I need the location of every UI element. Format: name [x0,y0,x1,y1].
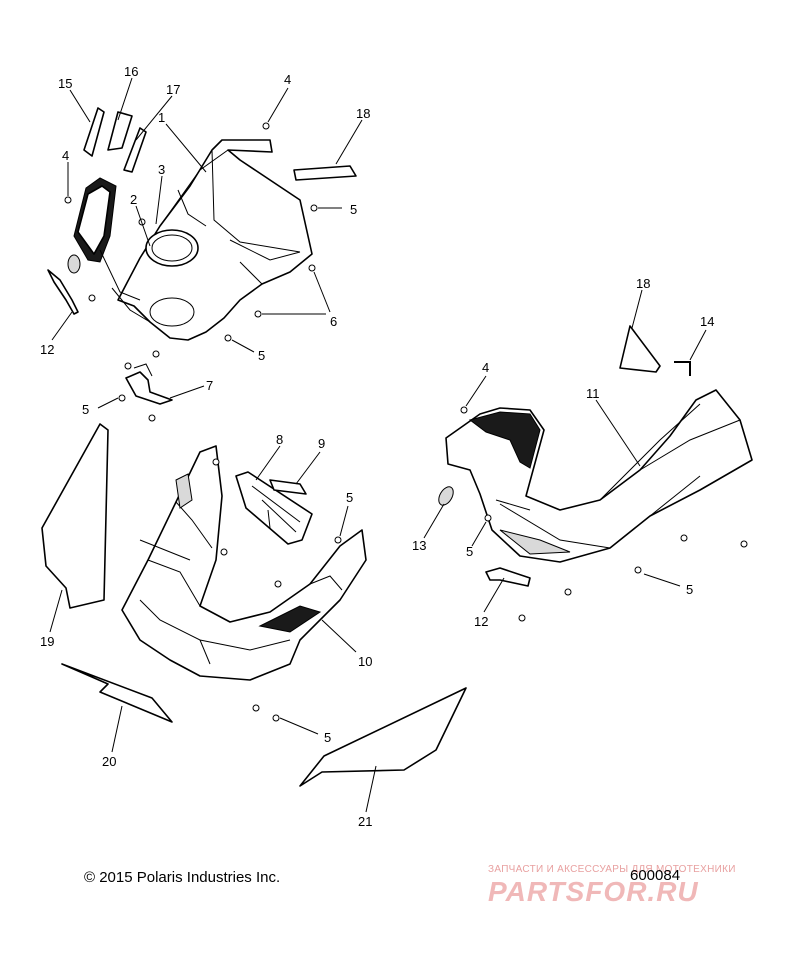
upper-hood-assembly [47,107,357,422]
callout-labels: 15 16 17 4 18 1 3 4 2 5 6 12 5 7 5 18 14… [40,64,714,829]
callout-5: 5 [346,490,353,505]
decal-9 [269,479,307,495]
callout-21: 21 [358,814,372,829]
callout-5: 5 [466,544,473,559]
bracket-7 [125,371,173,405]
callout-5: 5 [82,402,89,417]
copyright-notice: © 2015 Polaris Industries Inc. [84,869,281,886]
callout-18: 18 [636,276,650,291]
watermark-tagline: ЗАПЧАСТИ И АКСЕССУАРЫ ДЛЯ МОТОТЕХНИКИ [488,864,736,875]
fastener-group-center [212,458,342,722]
watermark-logo: PARTSFOR.RU [488,876,699,907]
callout-2: 2 [130,192,137,207]
callout-5: 5 [686,582,693,597]
leader-lines [49,77,707,813]
figure-number: 600084 [630,867,681,884]
hood-vent [258,605,322,633]
dash-opening [145,229,199,267]
decal-18 [293,165,357,181]
lower-hood-assembly [41,423,367,723]
nose-side-duct [468,411,541,469]
nose-assembly [299,325,753,787]
decal-15 [83,107,105,157]
decal-18-right [619,325,661,373]
callout-4: 4 [284,72,291,87]
callout-5: 5 [324,730,331,745]
decal-16 [107,111,133,151]
fastener-group-top-left [64,122,318,422]
callout-6: 6 [330,314,337,329]
callout-9: 9 [318,436,325,451]
callout-16: 16 [124,64,138,79]
callout-5: 5 [258,348,265,363]
callout-19: 19 [40,634,54,649]
nose-grille [499,529,571,555]
hood-grille [175,473,193,509]
dash-panel-1 [117,139,313,341]
vent-8 [235,471,313,545]
callout-7: 7 [206,378,213,393]
strap-12-right [485,567,531,587]
callout-18: 18 [356,106,370,121]
fastener-group-right [460,406,748,622]
side-panel-19 [41,423,109,609]
callout-14: 14 [700,314,714,329]
callout-15: 15 [58,76,72,91]
decal-17 [123,127,147,173]
callout-8: 8 [276,432,283,447]
callout-12: 12 [40,342,54,357]
callout-3: 3 [158,162,165,177]
callout-13: 13 [412,538,426,553]
callout-5: 5 [350,202,357,217]
callout-17: 17 [166,82,180,97]
strap-12 [47,269,79,315]
callout-1: 1 [158,110,165,125]
callout-20: 20 [102,754,116,769]
grommet-13 [438,486,454,506]
callout-10: 10 [358,654,372,669]
callout-4: 4 [482,360,489,375]
decal-20 [61,663,173,723]
rod-14 [674,361,691,376]
callout-4: 4 [62,148,69,163]
callout-12: 12 [474,614,488,629]
callout-11: 11 [586,386,600,401]
decal-21 [299,687,467,787]
grommet [67,254,81,274]
